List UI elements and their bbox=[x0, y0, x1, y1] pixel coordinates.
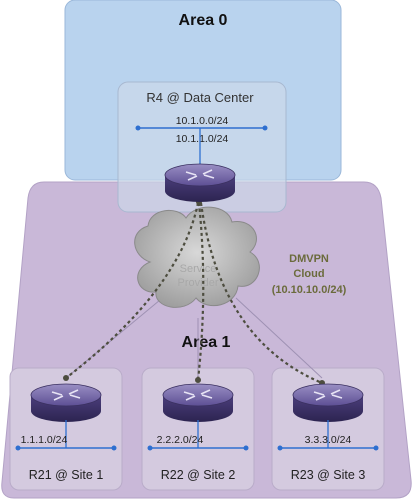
tunnel-to-r21 bbox=[65, 202, 200, 379]
spoke-subnet-3: 3.3.3.0/24 bbox=[305, 434, 352, 446]
spoke-site-label-2: R22 @ Site 2 bbox=[161, 468, 236, 482]
spoke-lan-endpoint bbox=[111, 445, 117, 451]
spoke-site-label-3: R23 @ Site 3 bbox=[291, 468, 366, 482]
spoke-uplinks bbox=[65, 420, 329, 448]
hub-lan-endpoint-left bbox=[135, 125, 141, 131]
cloud-icon bbox=[134, 206, 260, 308]
area-1-label: Area 1 bbox=[182, 334, 231, 351]
spoke-lan-endpoint bbox=[277, 445, 283, 451]
spoke-lan-endpoint bbox=[243, 445, 249, 451]
spoke-subnet-1: 1.1.1.0/24 bbox=[21, 434, 68, 446]
dmvpn-tunnels bbox=[65, 202, 323, 385]
spoke-lan-endpoint bbox=[147, 445, 153, 451]
spoke-lan-endpoint bbox=[15, 445, 21, 451]
spoke-lan-endpoint bbox=[373, 445, 379, 451]
cloud-label-line2: Provider bbox=[178, 277, 219, 289]
tunnel-endpoint-r22 bbox=[195, 377, 201, 383]
hub-subnet-1: 10.1.0.0/24 bbox=[176, 115, 229, 127]
spoke-site-label-1: R21 @ Site 1 bbox=[29, 468, 104, 482]
dmvpn-label-line2: Cloud bbox=[293, 268, 324, 280]
hub-site-label: R4 @ Data Center bbox=[146, 90, 254, 105]
hub-lan-endpoint-right bbox=[262, 125, 268, 131]
spoke-router-icon-1[interactable] bbox=[30, 383, 102, 423]
hub-subnet-2: 10.1.1.0/24 bbox=[176, 133, 229, 145]
tunnel-to-r22 bbox=[196, 202, 205, 381]
cloud-label-line1: Service bbox=[180, 263, 217, 275]
tunnel-to-r23 bbox=[199, 202, 323, 385]
dmvpn-label-line3: (10.10.10.0/24) bbox=[272, 284, 347, 296]
spoke-router-icon-2[interactable] bbox=[162, 383, 234, 423]
spoke-router-icon-3[interactable] bbox=[292, 383, 364, 423]
dmvpn-label-line1: DMVPN bbox=[289, 253, 329, 265]
hub-router-icon[interactable] bbox=[164, 163, 236, 203]
spoke-subnet-2: 2.2.2.0/24 bbox=[157, 434, 204, 446]
area-0-label: Area 0 bbox=[179, 12, 228, 29]
tunnel-endpoint-r21 bbox=[63, 375, 69, 381]
